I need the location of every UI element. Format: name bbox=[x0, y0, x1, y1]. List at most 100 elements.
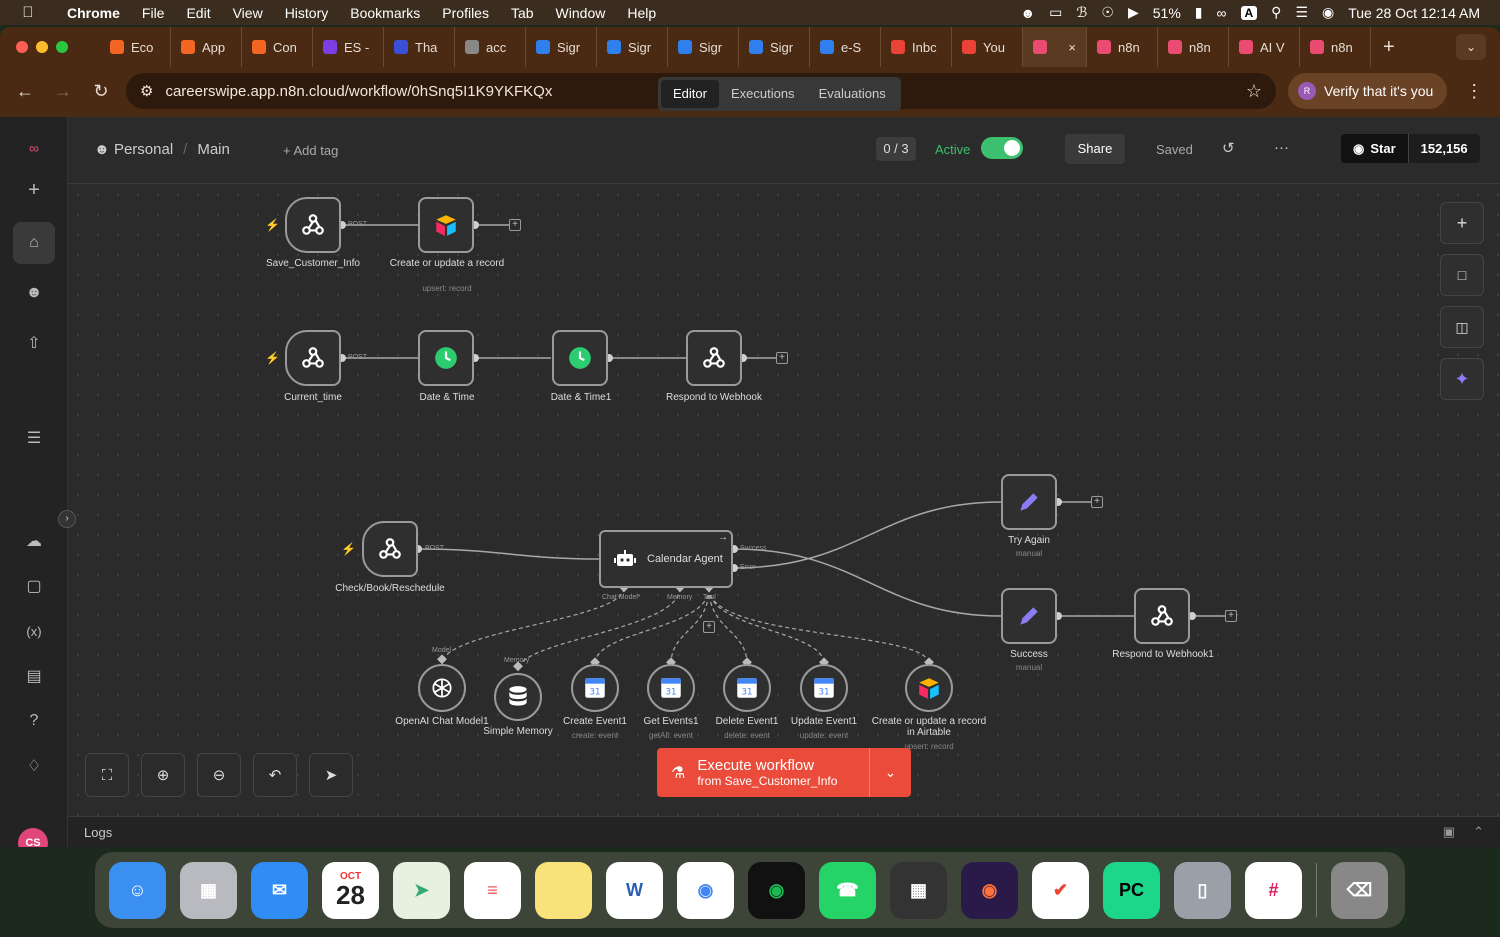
close-tab-icon[interactable]: × bbox=[1068, 39, 1076, 55]
tab-editor[interactable]: Editor bbox=[661, 80, 719, 108]
node-respond-webhook[interactable] bbox=[686, 330, 742, 386]
create-plus-icon[interactable]: + bbox=[28, 178, 40, 201]
popout-icon[interactable]: ▣ bbox=[1442, 824, 1456, 839]
browser-tab[interactable]: App bbox=[171, 27, 242, 67]
tab-evaluations[interactable]: Evaluations bbox=[818, 86, 886, 101]
share-upload-icon[interactable]: ⇧ bbox=[27, 335, 41, 352]
browser-tab[interactable]: n8n bbox=[1087, 27, 1158, 67]
browser-tab[interactable]: Inbc bbox=[881, 27, 952, 67]
forward-arrow-icon[interactable]: → bbox=[54, 80, 72, 101]
node-calendar-agent[interactable]: Calendar Agent bbox=[599, 530, 733, 588]
node-success[interactable] bbox=[1001, 588, 1057, 644]
calendar-icon[interactable]: OCT 28 bbox=[322, 861, 379, 919]
reminders-icon[interactable]: ≡ bbox=[464, 861, 521, 919]
active-toggle[interactable] bbox=[981, 137, 1023, 159]
node-save-customer-info[interactable] bbox=[285, 197, 341, 253]
minimize-window-button[interactable] bbox=[36, 41, 48, 53]
spotify-icon[interactable]: ◉ bbox=[748, 861, 805, 919]
chevron-down-icon[interactable]: ⌄ bbox=[869, 748, 911, 797]
menu-view[interactable]: View bbox=[232, 4, 263, 21]
menu-app-name[interactable]: Chrome bbox=[67, 4, 120, 21]
battery-percent[interactable]: 51% bbox=[1152, 4, 1181, 21]
node-get-events[interactable]: 31 bbox=[647, 664, 695, 712]
display-icon[interactable]: ▭ bbox=[1049, 4, 1063, 20]
workflow-name[interactable]: Main bbox=[197, 141, 230, 158]
share-button[interactable]: Share bbox=[1065, 134, 1125, 164]
add-tag-button[interactable]: + Add tag bbox=[283, 143, 339, 158]
user-avatar[interactable]: CS bbox=[18, 828, 48, 847]
menu-tab[interactable]: Tab bbox=[510, 4, 534, 21]
link-icon[interactable]: ∞ bbox=[1216, 4, 1227, 21]
browser-tab[interactable]: ES - bbox=[313, 27, 384, 67]
menu-history[interactable]: History bbox=[284, 4, 329, 21]
layers-icon[interactable]: ☰ bbox=[26, 430, 42, 447]
node-date-time[interactable] bbox=[418, 330, 474, 386]
logs-panel-bar[interactable]: Logs ▣⌃ bbox=[68, 816, 1500, 847]
chevron-up-icon[interactable]: ⌃ bbox=[1473, 824, 1484, 839]
browser-tab[interactable]: n8n bbox=[1158, 27, 1229, 67]
collapse-sidebar-chevron-icon[interactable]: › bbox=[58, 510, 76, 528]
trash-icon[interactable]: ⌫ bbox=[1331, 861, 1388, 919]
calculator-icon[interactable]: ▦ bbox=[890, 861, 947, 919]
workflow-counter[interactable]: 0 / 3 bbox=[876, 137, 916, 161]
mail-icon[interactable]: ✉ bbox=[251, 861, 308, 919]
reload-icon[interactable]: ↻ bbox=[93, 80, 109, 101]
undo-icon[interactable]: ↶ bbox=[253, 753, 297, 797]
github-star-button[interactable]: ◉Star 152,156 bbox=[1341, 134, 1480, 163]
cloud-icon[interactable]: ☁ bbox=[26, 533, 42, 550]
insights-chart-icon[interactable]: ▤ bbox=[26, 668, 42, 685]
panel-toggle-icon[interactable]: ◫ bbox=[1440, 306, 1484, 348]
add-node-plus-icon[interactable]: + bbox=[1091, 496, 1103, 508]
site-settings-icon[interactable]: ⚙ bbox=[140, 83, 154, 100]
menubar-clock[interactable]: Tue 28 Oct 12:14 AM bbox=[1348, 4, 1480, 21]
control-center-icon[interactable]: ☰ bbox=[1295, 4, 1308, 20]
zoom-out-icon[interactable]: ⊖ bbox=[197, 753, 241, 797]
finder-icon[interactable]: ☺ bbox=[109, 861, 166, 919]
zoom-window-button[interactable] bbox=[56, 41, 68, 53]
slack-icon[interactable]: # bbox=[1245, 861, 1302, 919]
siri-icon[interactable]: ◉ bbox=[1322, 4, 1335, 20]
chrome-icon[interactable]: ◉ bbox=[677, 861, 734, 919]
browser-tab[interactable]: Eco bbox=[100, 27, 171, 67]
templates-box-icon[interactable]: ▢ bbox=[26, 578, 42, 595]
browser-tab[interactable]: Sigr bbox=[668, 27, 739, 67]
spotlight-search-icon[interactable]: ⚲ bbox=[1271, 4, 1282, 20]
new-tab-button[interactable]: + bbox=[1383, 35, 1395, 58]
n8n-logo-icon[interactable]: ∞ bbox=[29, 140, 39, 156]
node-airtable-upsert[interactable] bbox=[905, 664, 953, 712]
add-node-plus-icon[interactable]: + bbox=[1440, 202, 1484, 244]
node-check-book-reschedule[interactable] bbox=[362, 521, 418, 577]
whatsapp-icon[interactable]: ☎ bbox=[819, 861, 876, 919]
menu-help[interactable]: Help bbox=[627, 4, 657, 21]
menu-profiles[interactable]: Profiles bbox=[442, 4, 489, 21]
close-window-button[interactable] bbox=[16, 41, 28, 53]
node-create-event[interactable]: 31 bbox=[571, 664, 619, 712]
bluetooth-icon[interactable]: ℬ bbox=[1076, 4, 1088, 20]
node-create-update-record[interactable] bbox=[418, 197, 474, 253]
menu-bookmarks[interactable]: Bookmarks bbox=[350, 4, 421, 21]
user-icon[interactable]: ☻ bbox=[1020, 4, 1036, 21]
browser-tab[interactable]: You bbox=[952, 27, 1023, 67]
maps-icon[interactable]: ➤ bbox=[393, 861, 450, 919]
play-icon[interactable]: ▶ bbox=[1127, 4, 1139, 20]
input-source-icon[interactable]: A bbox=[1240, 5, 1258, 20]
battery-icon[interactable]: ▮ bbox=[1194, 4, 1203, 20]
node-openai-chat-model[interactable] bbox=[418, 664, 466, 712]
launchpad-icon[interactable]: ▦ bbox=[180, 861, 237, 919]
zoom-in-icon[interactable]: ⊕ bbox=[141, 753, 185, 797]
browser-tab[interactable]: Sigr bbox=[597, 27, 668, 67]
node-delete-event[interactable]: 31 bbox=[723, 664, 771, 712]
menu-window[interactable]: Window bbox=[555, 4, 606, 21]
variables-icon[interactable]: (x) bbox=[26, 623, 42, 639]
bookmark-star-icon[interactable]: ☆ bbox=[1245, 80, 1262, 101]
iphone-mirroring-icon[interactable]: ▯ bbox=[1174, 861, 1231, 919]
tab-executions[interactable]: Executions bbox=[730, 86, 795, 101]
apple-icon[interactable]:  bbox=[0, 4, 56, 21]
notifications-bell-icon[interactable]: ♢ bbox=[26, 758, 42, 775]
workflow-canvas[interactable] bbox=[68, 185, 1500, 823]
browser-tab[interactable]: Sigr bbox=[526, 27, 597, 67]
browser-tab[interactable]: Sigr bbox=[739, 27, 810, 67]
fit-view-icon[interactable]: ⛶ bbox=[85, 753, 129, 797]
help-icon[interactable]: ? bbox=[29, 712, 39, 729]
history-icon[interactable]: ↺ bbox=[1222, 140, 1235, 157]
